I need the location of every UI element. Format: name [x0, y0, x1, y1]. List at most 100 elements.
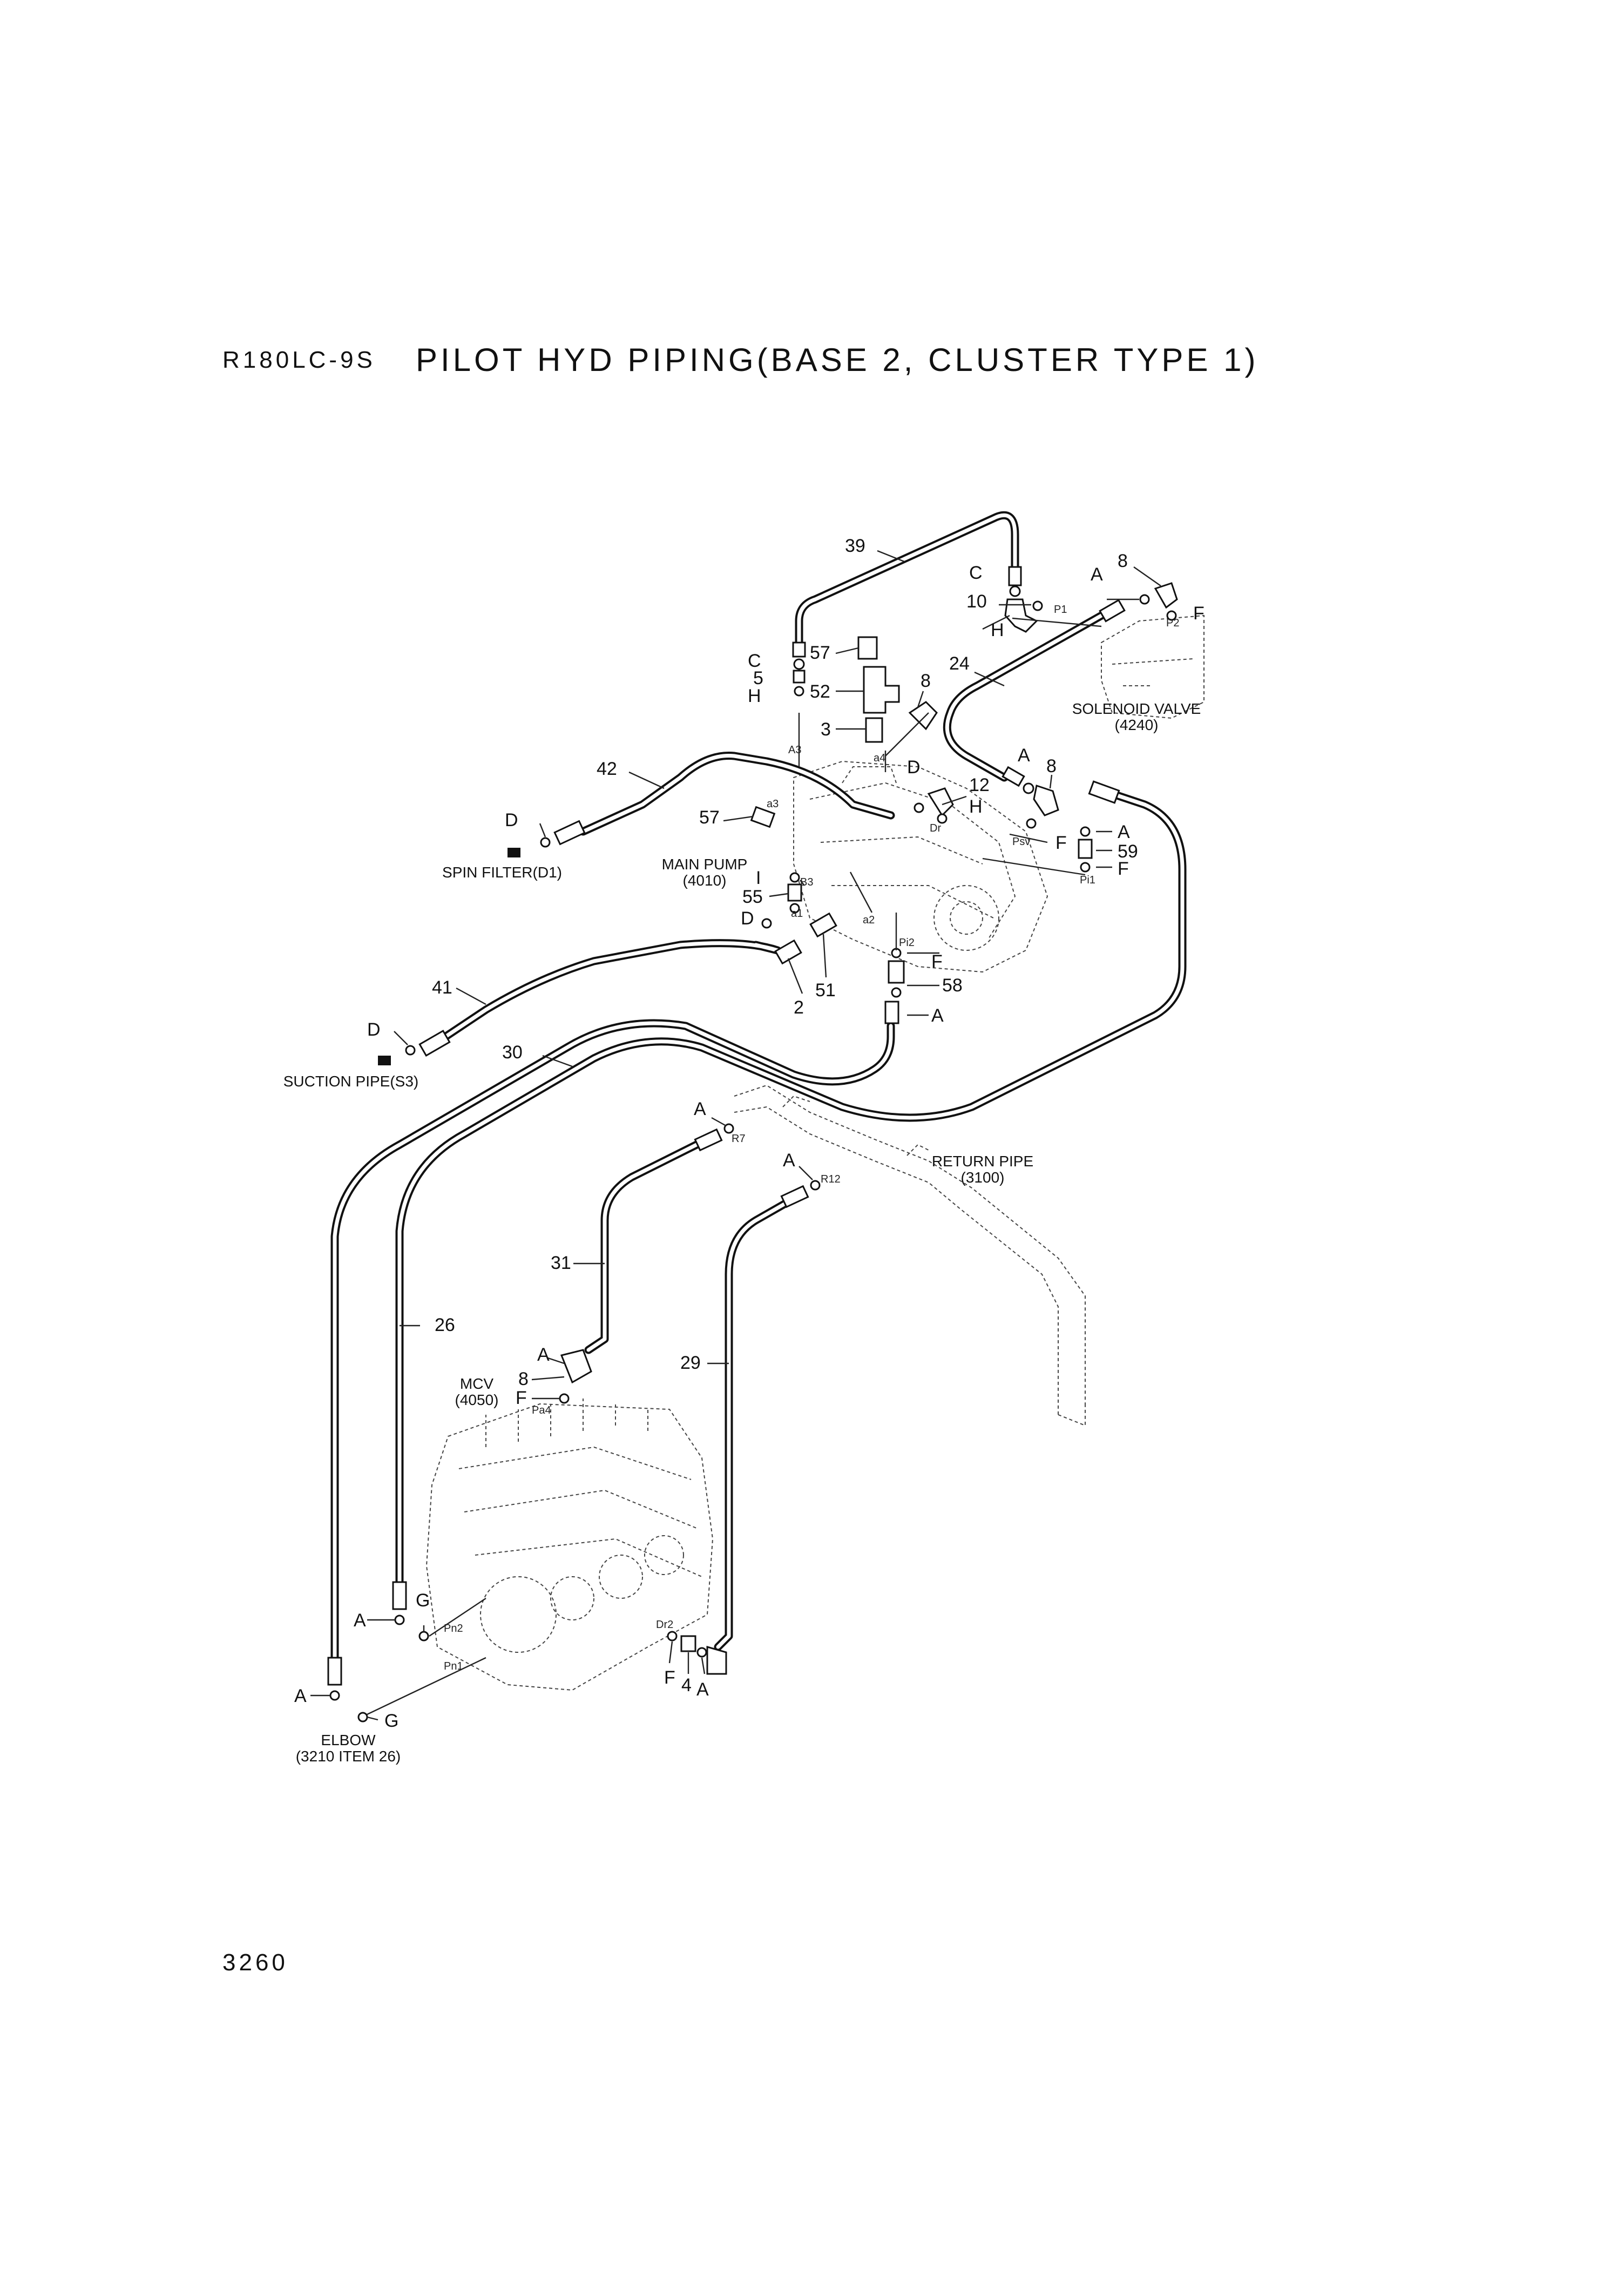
callout-29: 29	[680, 1353, 701, 1373]
port-dr2: Dr2	[656, 1619, 673, 1631]
port-r12: R12	[821, 1173, 841, 1185]
letter-f-dr2: F	[664, 1667, 675, 1688]
letter-h-solenoid: H	[991, 620, 1004, 640]
port-a1: a1	[791, 908, 803, 920]
main-pump-label: MAIN PUMP	[662, 856, 748, 873]
hose-26	[395, 789, 1187, 1586]
port-pa4: Pa4	[532, 1404, 551, 1416]
letter-f-pi1: F	[1118, 859, 1129, 879]
letter-h-pump: H	[969, 796, 983, 817]
letter-c-top: C	[969, 563, 983, 583]
callout-numbers: 39 24 42 41 30 31 26 29 57 52 3 8 8 8 8 …	[432, 536, 1138, 1695]
return-pipe-outline	[734, 1084, 1086, 1427]
model-number: R180LC-9S	[222, 347, 376, 373]
port-pi1: Pi1	[1080, 874, 1095, 886]
letter-a-58: A	[931, 1005, 944, 1026]
port-r7: R7	[732, 1133, 746, 1145]
callout-39: 39	[845, 536, 865, 556]
callout-8-top-right: 8	[1118, 551, 1128, 571]
letter-a-r12: A	[783, 1150, 795, 1171]
hose-39	[795, 511, 1019, 647]
callout-26: 26	[435, 1315, 455, 1335]
component-notes: SOLENOID VALVE (4240) MAIN PUMP (4010) S…	[283, 700, 1201, 1765]
callout-12: 12	[969, 775, 990, 795]
letter-h-left: H	[748, 686, 761, 706]
letter-f-solenoid: F	[1193, 603, 1205, 624]
port-b3: B3	[800, 876, 813, 888]
hose-24	[943, 611, 1106, 782]
port-p2: P2	[1166, 617, 1179, 629]
port-labels: P1 P2 A3 a4 a3 B3 a1 a2 Dr Psv Pi1 Pi2 R…	[444, 604, 1179, 1672]
callout-24: 24	[949, 653, 970, 674]
letter-a-dr2: A	[696, 1679, 709, 1700]
port-dr: Dr	[930, 822, 941, 834]
letter-f-mcv: F	[516, 1388, 527, 1408]
port-pn2: Pn2	[444, 1623, 463, 1634]
callout-8-mcv: 8	[518, 1369, 529, 1389]
hose-30	[330, 1019, 895, 1662]
letter-a-59: A	[1118, 822, 1130, 842]
port-psv: Psv	[1012, 836, 1030, 848]
mcv-code: (4050)	[455, 1391, 499, 1408]
elbow-code: (3210 ITEM 26)	[296, 1748, 401, 1765]
solenoid-valve-outline	[1101, 614, 1205, 719]
port-a2: a2	[863, 914, 875, 926]
letter-f-mid: F	[1055, 833, 1067, 853]
letter-g-elbow: G	[384, 1711, 398, 1731]
letter-c-left: C	[748, 651, 761, 671]
return-pipe-label: RETURN PIPE	[932, 1153, 1033, 1170]
callout-52: 52	[810, 681, 830, 702]
port-a4: a4	[874, 752, 885, 764]
callout-58: 58	[942, 975, 963, 996]
hose-42	[579, 752, 895, 836]
hose-31	[584, 1135, 712, 1354]
letter-a-r7: A	[694, 1099, 706, 1119]
callout-30: 30	[502, 1042, 523, 1063]
connection-letters: C C H H H A A A A A A A A A A F F F F F …	[294, 563, 1205, 1731]
callout-8-center: 8	[921, 671, 931, 691]
callout-59: 59	[1118, 841, 1138, 862]
mcv-outline	[425, 1399, 714, 1691]
callout-5: 5	[753, 668, 763, 688]
letter-a-top-right: A	[1091, 564, 1103, 585]
letter-d-spin: D	[505, 810, 518, 830]
hose-41	[433, 939, 782, 1046]
letter-d-suction: D	[367, 1019, 381, 1040]
letter-i: I	[756, 868, 761, 888]
leaders	[310, 550, 1161, 1721]
fittings	[327, 566, 1178, 1722]
callout-10: 10	[966, 591, 987, 612]
letter-a-mid: A	[1018, 745, 1030, 766]
hose-29	[714, 1194, 798, 1651]
return-pipe-code: (3100)	[961, 1169, 1005, 1186]
solenoid-valve-label: SOLENOID VALVE	[1072, 700, 1201, 717]
page-title: PILOT HYD PIPING(BASE 2, CLUSTER TYPE 1)	[416, 342, 1259, 378]
callout-8-mid: 8	[1046, 756, 1057, 776]
spin-filter-label: SPIN FILTER(D1)	[442, 864, 562, 881]
mcv-label: MCV	[460, 1375, 494, 1392]
page-number: 3260	[222, 1949, 288, 1976]
letter-a-pn2: A	[354, 1610, 366, 1631]
port-pi2: Pi2	[899, 937, 915, 949]
port-pn1: Pn1	[444, 1660, 463, 1672]
suction-pipe-label: SUCTION PIPE(S3)	[283, 1073, 418, 1090]
letter-f-58: F	[931, 951, 943, 972]
callout-51: 51	[815, 980, 836, 1001]
port-a3-lower: a3	[767, 798, 779, 810]
letter-a-elbow: A	[294, 1686, 307, 1706]
letter-d-pump-left: D	[741, 908, 754, 929]
port-p1: P1	[1054, 604, 1067, 616]
elbow-label: ELBOW	[321, 1732, 376, 1748]
callout-41: 41	[432, 977, 452, 998]
main-pump-outline	[793, 760, 1048, 973]
callout-55: 55	[742, 887, 763, 907]
main-pump-code: (4010)	[683, 872, 727, 889]
callout-57-top: 57	[810, 643, 830, 663]
callout-3: 3	[821, 719, 831, 740]
solenoid-valve-code: (4240)	[1115, 717, 1159, 733]
callout-2: 2	[794, 997, 804, 1018]
callout-42: 42	[597, 759, 617, 779]
callout-57-left: 57	[699, 807, 720, 828]
port-a3-upper: A3	[788, 744, 801, 756]
